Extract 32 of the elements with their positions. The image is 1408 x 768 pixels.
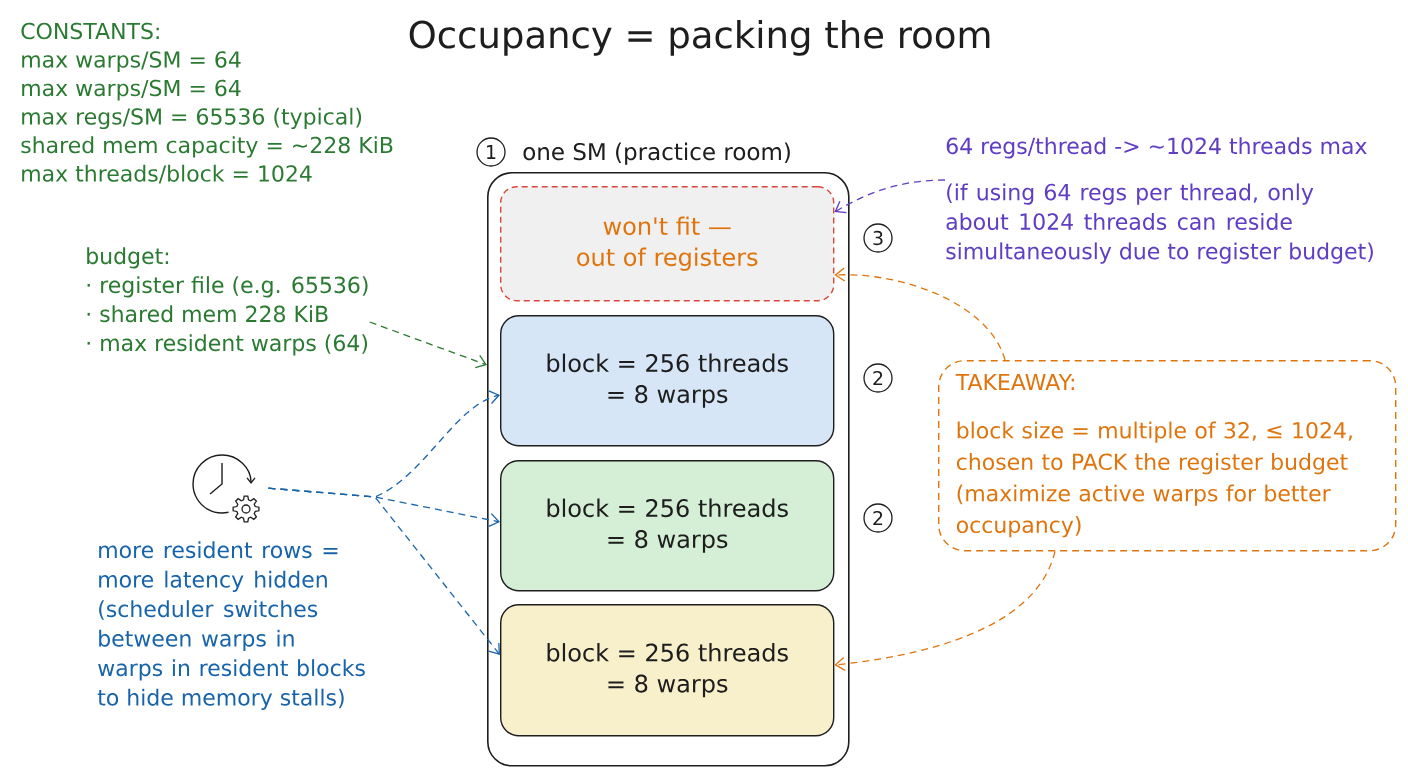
list-heading: CONSTANTS:: [21, 22, 159, 40]
list-item: max warps/SM = 64: [22, 51, 241, 73]
note-heading: TAKEAWAY:: [955, 374, 1074, 391]
callout-number: 2: [863, 503, 893, 533]
note-text: (if using 64 regs per thread, only about 1024 threads can reside simultaneously due to register budget): [946, 183, 1373, 264]
list-item: shared mem capacity = ~228 KiB: [21, 136, 393, 158]
arrow: [834, 550, 1056, 672]
block-box: block = 256 threads = 8 warps: [500, 460, 835, 592]
title: Occupancy = packing the room: [409, 19, 990, 56]
list-item: · shared mem 228 KiB: [87, 305, 328, 323]
block-box: block = 256 threads = 8 warps: [500, 604, 835, 737]
arrow: [369, 321, 487, 369]
callout-number: 2: [863, 363, 893, 393]
list-item: max threads/block = 1024: [22, 164, 312, 184]
arrow: [834, 267, 1006, 361]
arrow: [267, 487, 500, 655]
box-heading: one SM (practice room): [523, 142, 790, 165]
list-item: · max resident warps (64): [87, 334, 368, 356]
block-box: block = 256 threads = 8 warps: [500, 315, 835, 447]
callout-number: 3: [863, 223, 893, 253]
clock-gear-icon: [192, 454, 260, 523]
note-text: block size = multiple of 32, ≤ 1024, chosen to PACK the register budget (maximize active warps for better occupancy): [956, 421, 1352, 538]
note-heading: 64 regs/thread -> ~1024 threads max: [946, 137, 1367, 159]
note-box: [938, 360, 1397, 552]
list-item: · register file (e.g. 65536): [87, 276, 368, 298]
list-item: max warps/SM = 64: [22, 79, 241, 101]
callout-number: 1: [476, 137, 506, 167]
list-heading: budget:: [87, 247, 169, 269]
dashed-box: won't fit — out of registers: [500, 186, 835, 302]
annotation-text: more resident rows = more latency hidden (scheduler switches between warps in warps in resident blocks to hide memory stalls): [97, 541, 365, 710]
arrow: [834, 179, 946, 214]
list-item: max regs/SM = 65536 (typical): [22, 107, 362, 130]
